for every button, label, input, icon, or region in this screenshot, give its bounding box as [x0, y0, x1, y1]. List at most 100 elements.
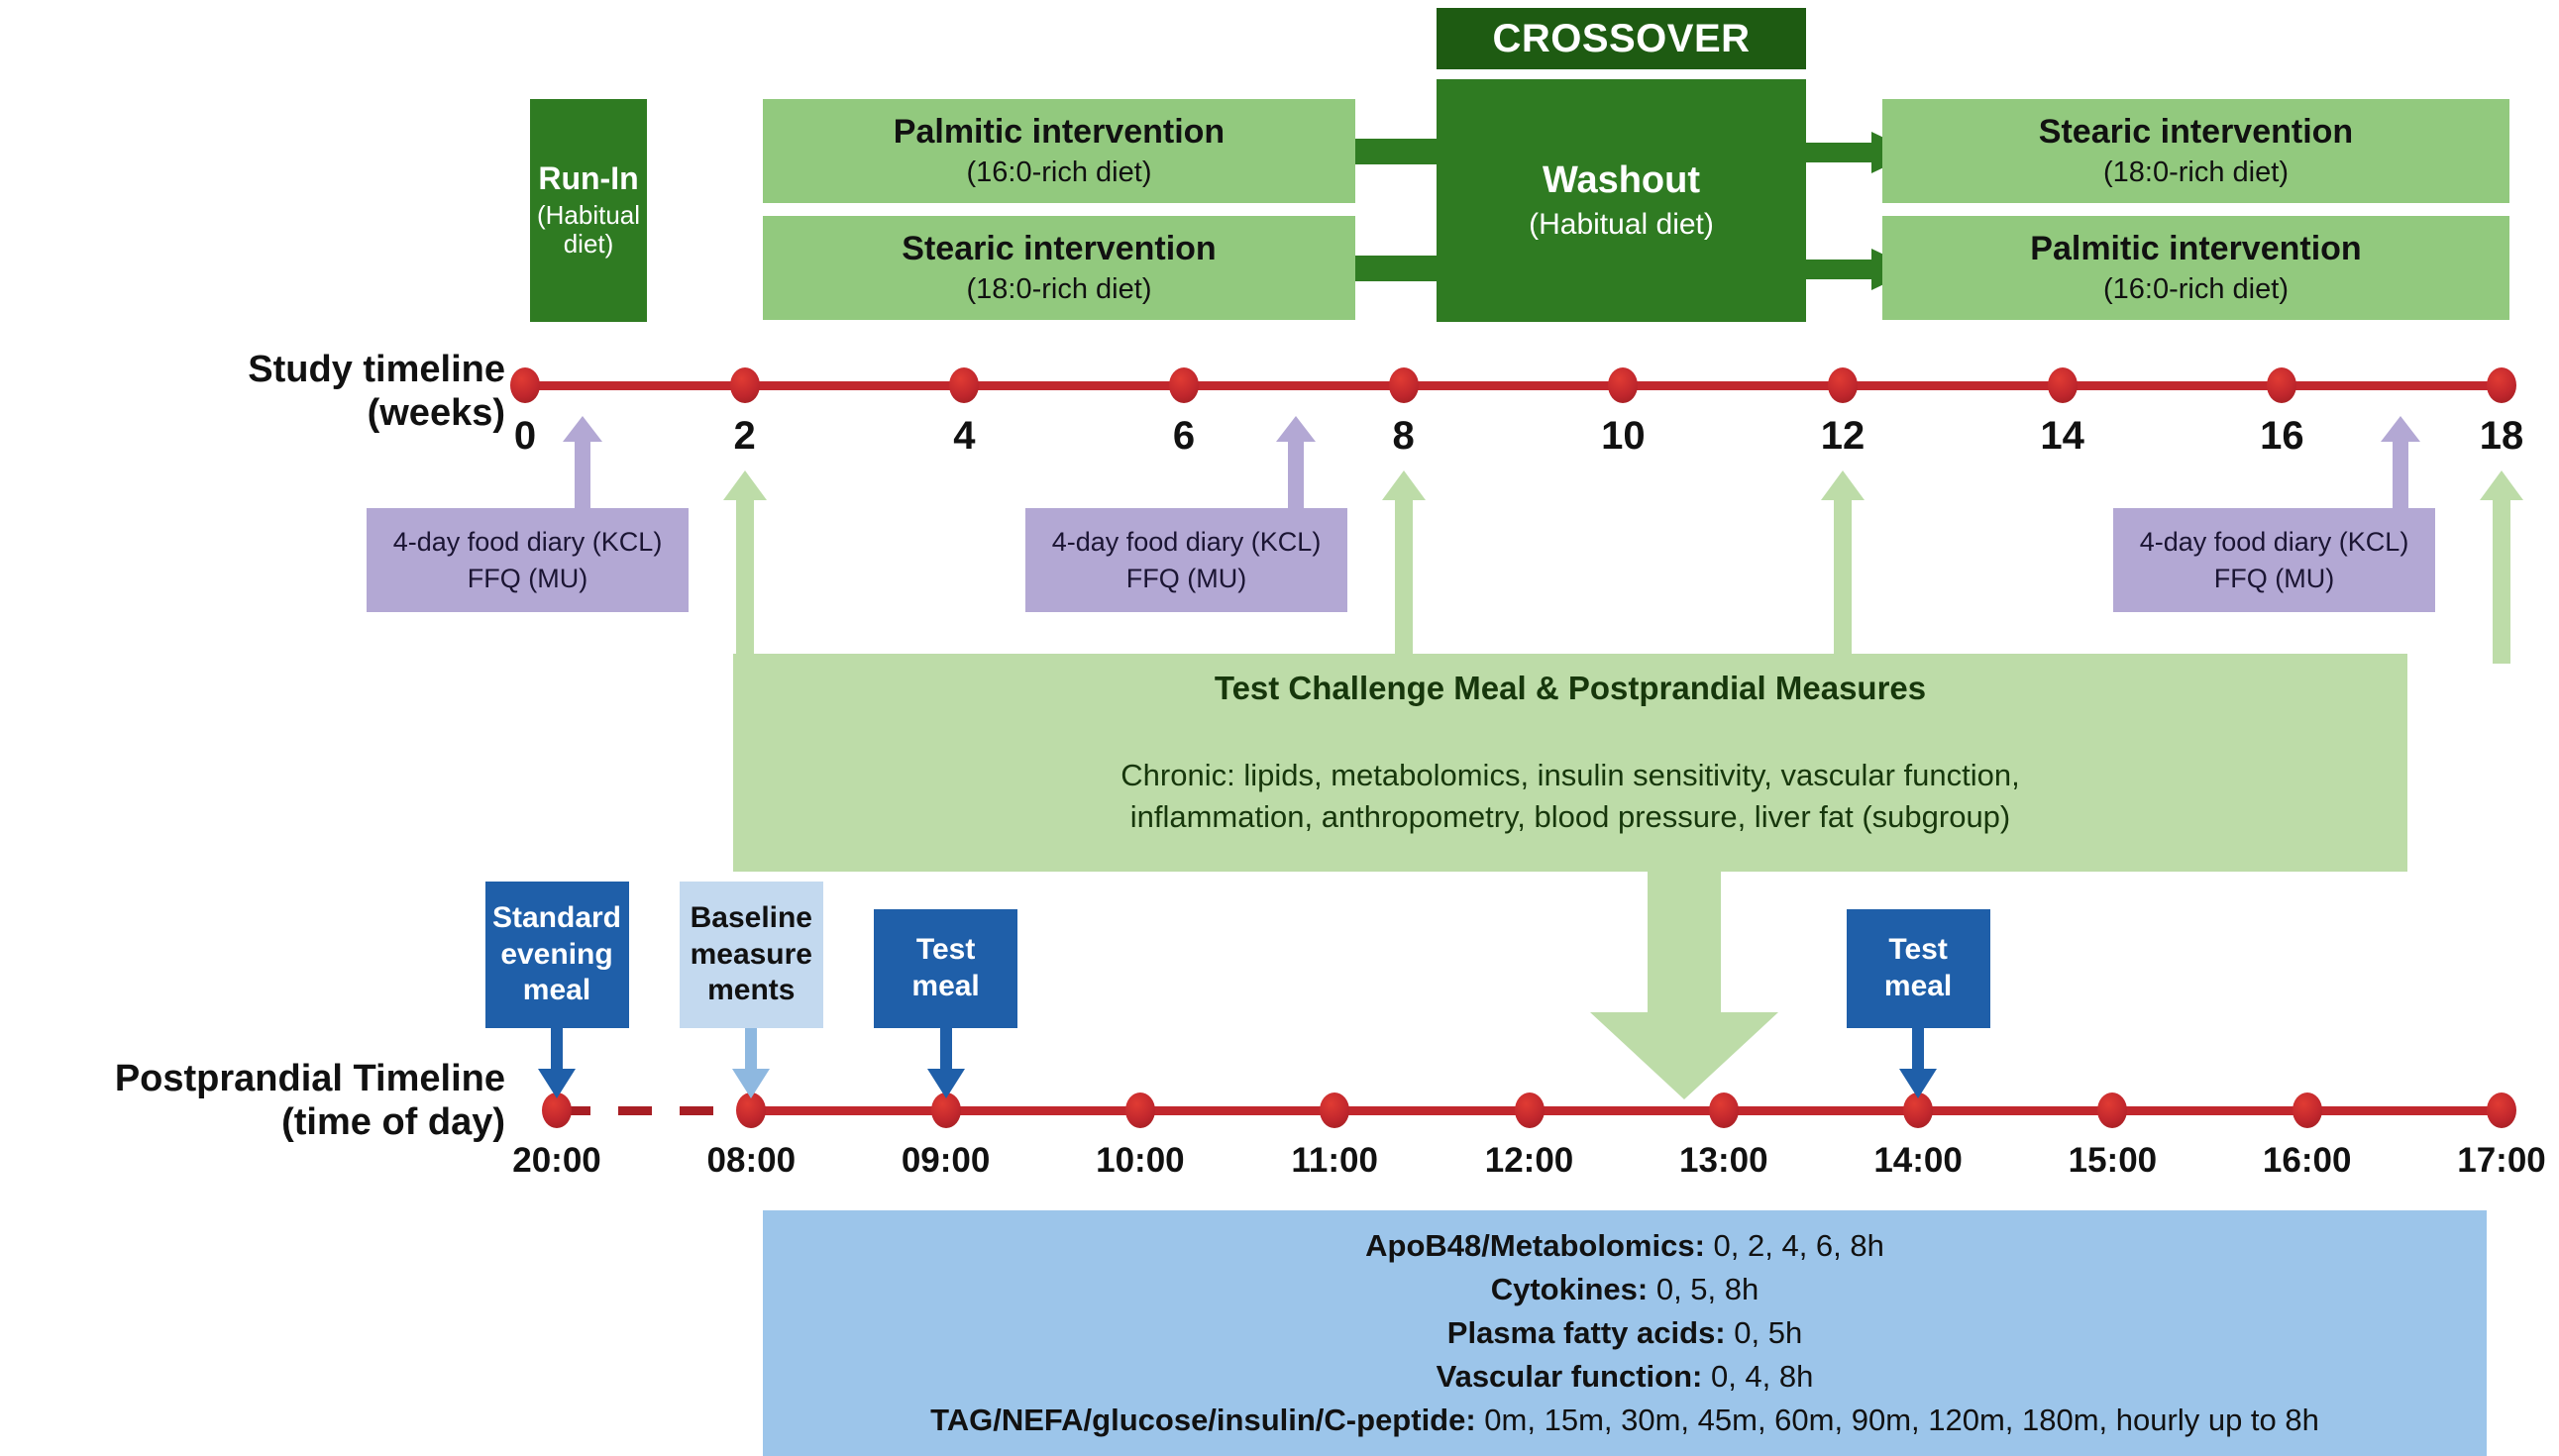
- measures-panel: Test Challenge Meal & Postprandial Measu…: [733, 654, 2407, 872]
- study-timeline-tick-label: 8: [1392, 414, 1415, 458]
- study-timeline-tick-label: 18: [2479, 414, 2524, 458]
- postprandial-timeline-dot: [2097, 1092, 2128, 1128]
- arm-left-bottom-title: Stearic intervention: [902, 230, 1217, 268]
- food-diary-box-1-line2: FFQ (MU): [467, 563, 588, 593]
- food-diary-box-3-line2: FFQ (MU): [2213, 563, 2335, 593]
- postprandial-timeline-label-line1: Postprandial Timeline: [114, 1058, 505, 1099]
- arm-right-top-title: Stearic intervention: [2038, 113, 2354, 152]
- postprandial-timeline-label-line2: (time of day): [281, 1100, 505, 1143]
- arm-left-bottom-subtitle: (18:0-rich diet): [966, 273, 1152, 306]
- study-timeline-tick-label: 6: [1172, 414, 1196, 458]
- postprandial-timeline-tick-label: 17:00: [2457, 1141, 2546, 1180]
- food-diary-box-1: 4-day food diary (KCL) FFQ (MU): [367, 508, 689, 612]
- food-diary-box-2-line2: FFQ (MU): [1125, 563, 1247, 593]
- sampling-row-label: Vascular function:: [1436, 1359, 1711, 1394]
- baseline-measurements-line3: ments: [707, 974, 796, 1007]
- measures-to-postprandial-arrow: [1590, 872, 1778, 1099]
- test-meal-2-line2: meal: [1883, 970, 1953, 1002]
- postprandial-timeline-dot: [1320, 1092, 1350, 1128]
- postprandial-timeline-tick-label: 08:00: [706, 1141, 797, 1180]
- food-diary-box-3-line1: 4-day food diary (KCL): [2139, 527, 2409, 558]
- study-timeline-label: Study timeline (weeks): [119, 349, 505, 435]
- crossover-banner-label: CROSSOVER: [1492, 16, 1751, 60]
- test-meal-1-arrow: [926, 1028, 965, 1098]
- arm-left-top-title: Palmitic intervention: [893, 113, 1226, 152]
- test-meal-2-arrow: [1899, 1028, 1938, 1098]
- postprandial-timeline-tick-label: 11:00: [1291, 1141, 1378, 1180]
- measures-panel-body-line2: inflammation, anthropometry, blood press…: [1129, 798, 2011, 834]
- postprandial-timeline-tick-label: 20:00: [512, 1141, 601, 1180]
- study-timeline-tick-label: 4: [953, 414, 976, 458]
- baseline-measurements-line1: Baseline: [690, 901, 812, 935]
- food-diary-box-1-line1: 4-day food diary (KCL): [392, 527, 663, 558]
- sampling-row-label: ApoB48/Metabolomics:: [1365, 1227, 1714, 1263]
- postprandial-timeline-tick-label: 09:00: [901, 1141, 991, 1180]
- study-timeline-dot: [1169, 367, 1199, 403]
- arm-right-bottom-box: Palmitic intervention (16:0-rich diet): [1882, 216, 2509, 320]
- crossover-banner: CROSSOVER: [1437, 8, 1806, 69]
- washout-subtitle: (Habitual diet): [1529, 207, 1714, 241]
- connector-left-top: [1355, 139, 1444, 164]
- postprandial-timeline-dot: [930, 1092, 961, 1128]
- measures-panel-title: Test Challenge Meal & Postprandial Measu…: [1214, 670, 1927, 706]
- run-in-subtitle: (Habitual diet): [536, 200, 641, 260]
- sampling-row-label: TAG/NEFA/glucose/insulin/C-peptide:: [930, 1403, 1485, 1438]
- study-timeline-dot: [1388, 367, 1419, 403]
- standard-evening-meal-line1: Standard: [491, 901, 622, 935]
- study-timeline-tick-label: 16: [2260, 414, 2304, 458]
- study-timeline-tick-label: 12: [1820, 414, 1866, 458]
- sampling-row-value: 0, 4, 8h: [1710, 1359, 1814, 1394]
- standard-evening-meal-arrow: [538, 1028, 576, 1098]
- sampling-row-value: 0m, 15m, 30m, 45m, 60m, 90m, 120m, 180m,…: [1484, 1403, 2319, 1438]
- washout-box: Washout (Habitual diet): [1437, 79, 1806, 322]
- sampling-row: TAG/NEFA/glucose/insulin/C-peptide: 0m, …: [763, 1399, 2487, 1442]
- run-in-title: Run-In: [538, 160, 639, 197]
- postprandial-timeline-tick-label: 10:00: [1096, 1141, 1185, 1180]
- arm-left-top-subtitle: (16:0-rich diet): [966, 156, 1152, 189]
- study-timeline-tick-label: 2: [733, 414, 756, 458]
- sampling-row-value: 0, 5, 8h: [1655, 1271, 1759, 1306]
- postprandial-timeline-dot: [1708, 1092, 1739, 1128]
- test-meal-2-line1: Test: [1888, 933, 1948, 967]
- food-diary-box-2-line1: 4-day food diary (KCL): [1051, 527, 1322, 558]
- postprandial-axis-dashed: [557, 1106, 765, 1115]
- sampling-row-label: Plasma fatty acids:: [1446, 1314, 1735, 1350]
- measure-arrow-week-18: [2480, 470, 2523, 664]
- postprandial-timeline-dot: [736, 1092, 767, 1128]
- standard-evening-meal-line3: meal: [522, 974, 591, 1007]
- arm-right-top-subtitle: (18:0-rich diet): [2103, 156, 2289, 189]
- measure-arrow-week-2: [722, 470, 767, 664]
- baseline-measurements-line2: measure: [690, 937, 812, 971]
- sampling-row-label: Cytokines:: [1490, 1271, 1656, 1306]
- study-timeline-axis: [525, 381, 2502, 390]
- study-timeline-dot: [2487, 367, 2516, 403]
- sampling-row: ApoB48/Metabolomics: 0, 2, 4, 6, 8h: [763, 1224, 2487, 1268]
- sampling-row: Plasma fatty acids: 0, 5h: [763, 1311, 2487, 1355]
- postprandial-timeline-dot: [1903, 1092, 1934, 1128]
- postprandial-timeline-dot: [2487, 1092, 2516, 1128]
- study-timeline-dot: [1608, 367, 1639, 403]
- standard-evening-meal-line2: evening: [500, 937, 613, 971]
- study-timeline-tick-label: 0: [513, 414, 537, 458]
- sampling-row-value: 0, 5h: [1734, 1314, 1803, 1350]
- postprandial-timeline-dot: [1124, 1092, 1155, 1128]
- test-meal-1-line1: Test: [915, 933, 976, 967]
- arm-left-bottom-box: Stearic intervention (18:0-rich diet): [763, 216, 1355, 320]
- diary-arrow-week-17: [2381, 416, 2420, 510]
- food-diary-box-2: 4-day food diary (KCL) FFQ (MU): [1025, 508, 1347, 612]
- postprandial-timeline-tick-label: 16:00: [2262, 1141, 2352, 1180]
- postprandial-axis: [755, 1106, 2502, 1115]
- postprandial-timeline-dot: [2292, 1092, 2322, 1128]
- postprandial-timeline-tick-label: 12:00: [1484, 1141, 1574, 1180]
- measure-arrow-week-12: [1821, 470, 1865, 664]
- study-timeline-dot: [949, 367, 980, 403]
- study-timeline-dot: [1828, 367, 1858, 403]
- washout-title: Washout: [1542, 159, 1700, 202]
- arm-right-top-box: Stearic intervention (18:0-rich diet): [1882, 99, 2509, 203]
- sampling-row-value: 0, 2, 4, 6, 8h: [1713, 1227, 1884, 1263]
- study-timeline-label-line2: (weeks): [367, 391, 505, 434]
